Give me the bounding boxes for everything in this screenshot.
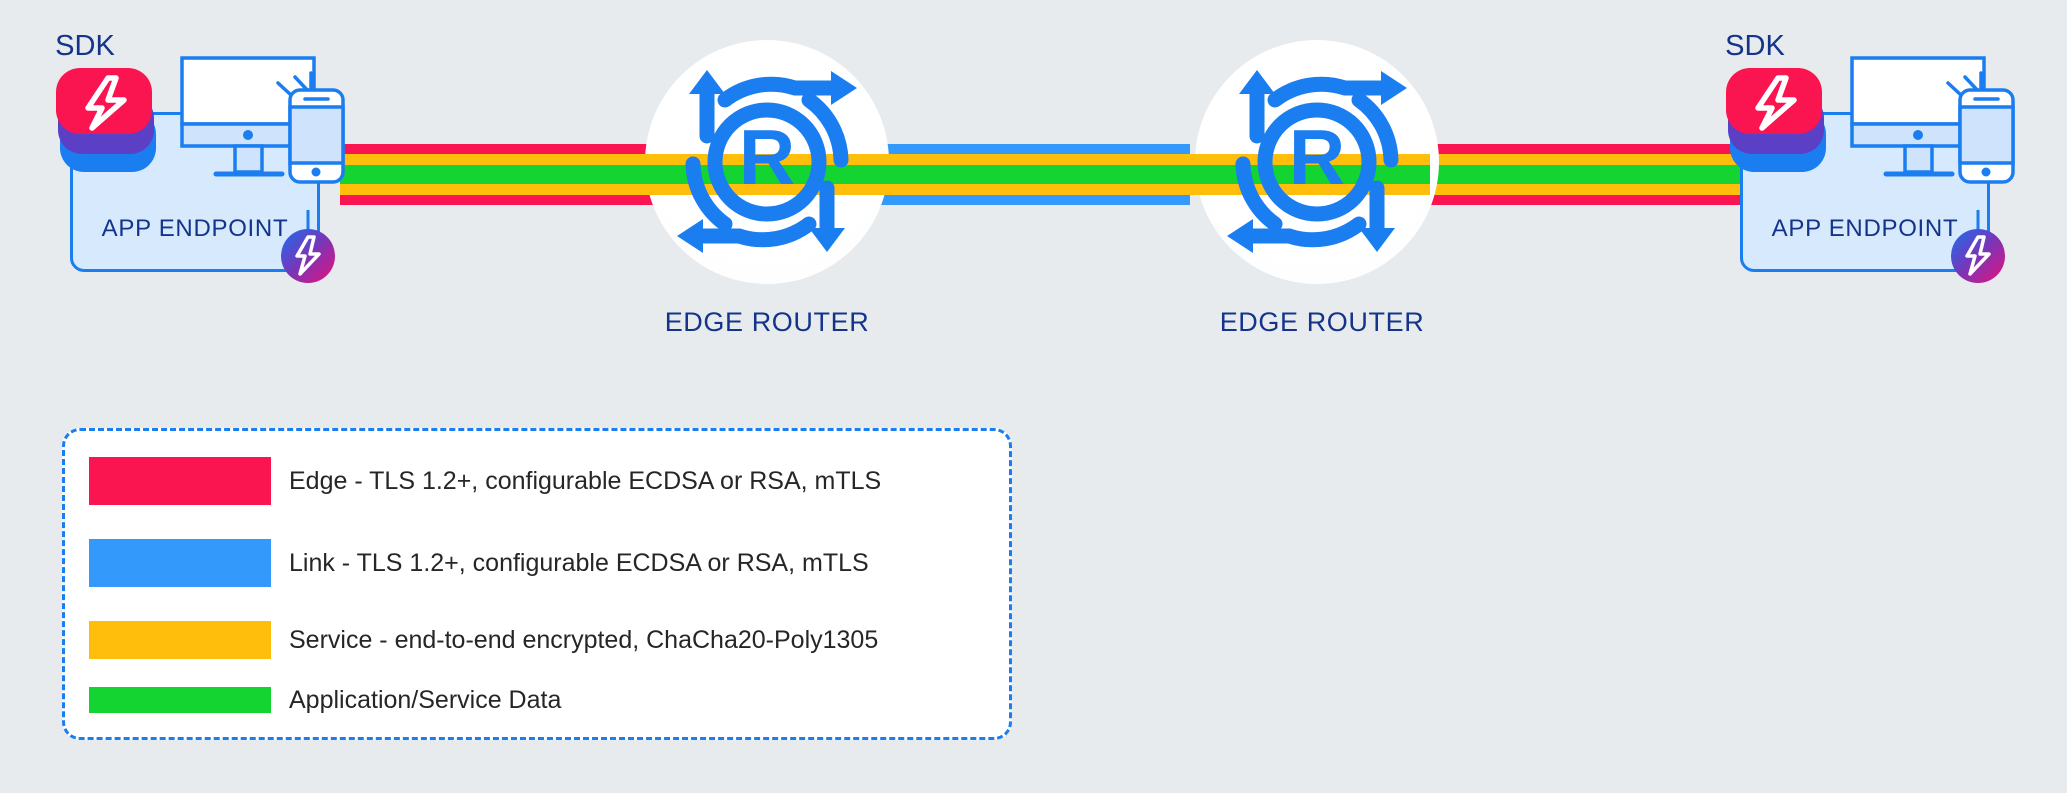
- router-label-right: EDGE ROUTER: [1219, 307, 1425, 337]
- legend-swatch-link: [89, 539, 271, 587]
- band-link-top: [880, 144, 1190, 154]
- band-service-bottom: [880, 184, 1190, 195]
- band-service-top: [1310, 154, 1740, 165]
- app-endpoint-label-left: APP ENDPOINT: [101, 215, 289, 242]
- band-service-top: [1180, 154, 1430, 165]
- desktop-and-phone-icon: [180, 56, 345, 184]
- band-service-bottom: [1180, 184, 1430, 195]
- sdk-label-right: SDK: [1725, 30, 1785, 62]
- legend-swatch-application-data: [89, 687, 271, 713]
- svg-text:R: R: [739, 113, 795, 201]
- band-link-bottom: [880, 195, 1190, 205]
- app-endpoint-label-right: APP ENDPOINT: [1771, 215, 1959, 242]
- band-edge-top: [340, 144, 760, 154]
- band-edge-bottom: [1310, 195, 1740, 205]
- band-edge-bottom: [340, 195, 760, 205]
- sdk-stack-icon: [56, 68, 156, 172]
- band-service-top: [340, 154, 760, 165]
- legend-label-edge: Edge - TLS 1.2+, configurable ECDSA or R…: [289, 467, 882, 495]
- band-edge-top: [1310, 144, 1740, 154]
- band-service-bottom: [1310, 184, 1740, 195]
- sdk-stack-icon: [1726, 68, 1826, 172]
- band-service-top: [880, 154, 1190, 165]
- band-service-bottom: [645, 184, 895, 195]
- edge-router-icon: R: [677, 70, 857, 253]
- legend-label-link: Link - TLS 1.2+, configurable ECDSA or R…: [289, 549, 869, 577]
- legend-swatch-edge: [89, 457, 271, 505]
- legend-panel: Edge - TLS 1.2+, configurable ECDSA or R…: [62, 428, 1012, 740]
- router-label-left: EDGE ROUTER: [664, 307, 870, 337]
- svg-text:R: R: [1289, 113, 1345, 201]
- band-service-bottom: [340, 184, 760, 195]
- band-service-top: [645, 154, 895, 165]
- band-application-data: [880, 165, 1190, 184]
- band-application-data: [645, 165, 895, 184]
- legend-swatch-service: [89, 621, 271, 659]
- sdk-label-left: SDK: [55, 30, 115, 62]
- desktop-and-phone-icon: [1850, 56, 2015, 184]
- ziti-bolt-badge-icon: [281, 229, 335, 283]
- pipe-through-router-left: [645, 154, 895, 195]
- legend-label-application-data: Application/Service Data: [289, 686, 562, 714]
- edge-router-icon: R: [1227, 70, 1407, 253]
- ziti-bolt-badge-icon: [1951, 229, 2005, 283]
- pipe-segment-link-middle: [880, 144, 1190, 205]
- legend-label-service: Service - end-to-end encrypted, ChaCha20…: [289, 626, 879, 654]
